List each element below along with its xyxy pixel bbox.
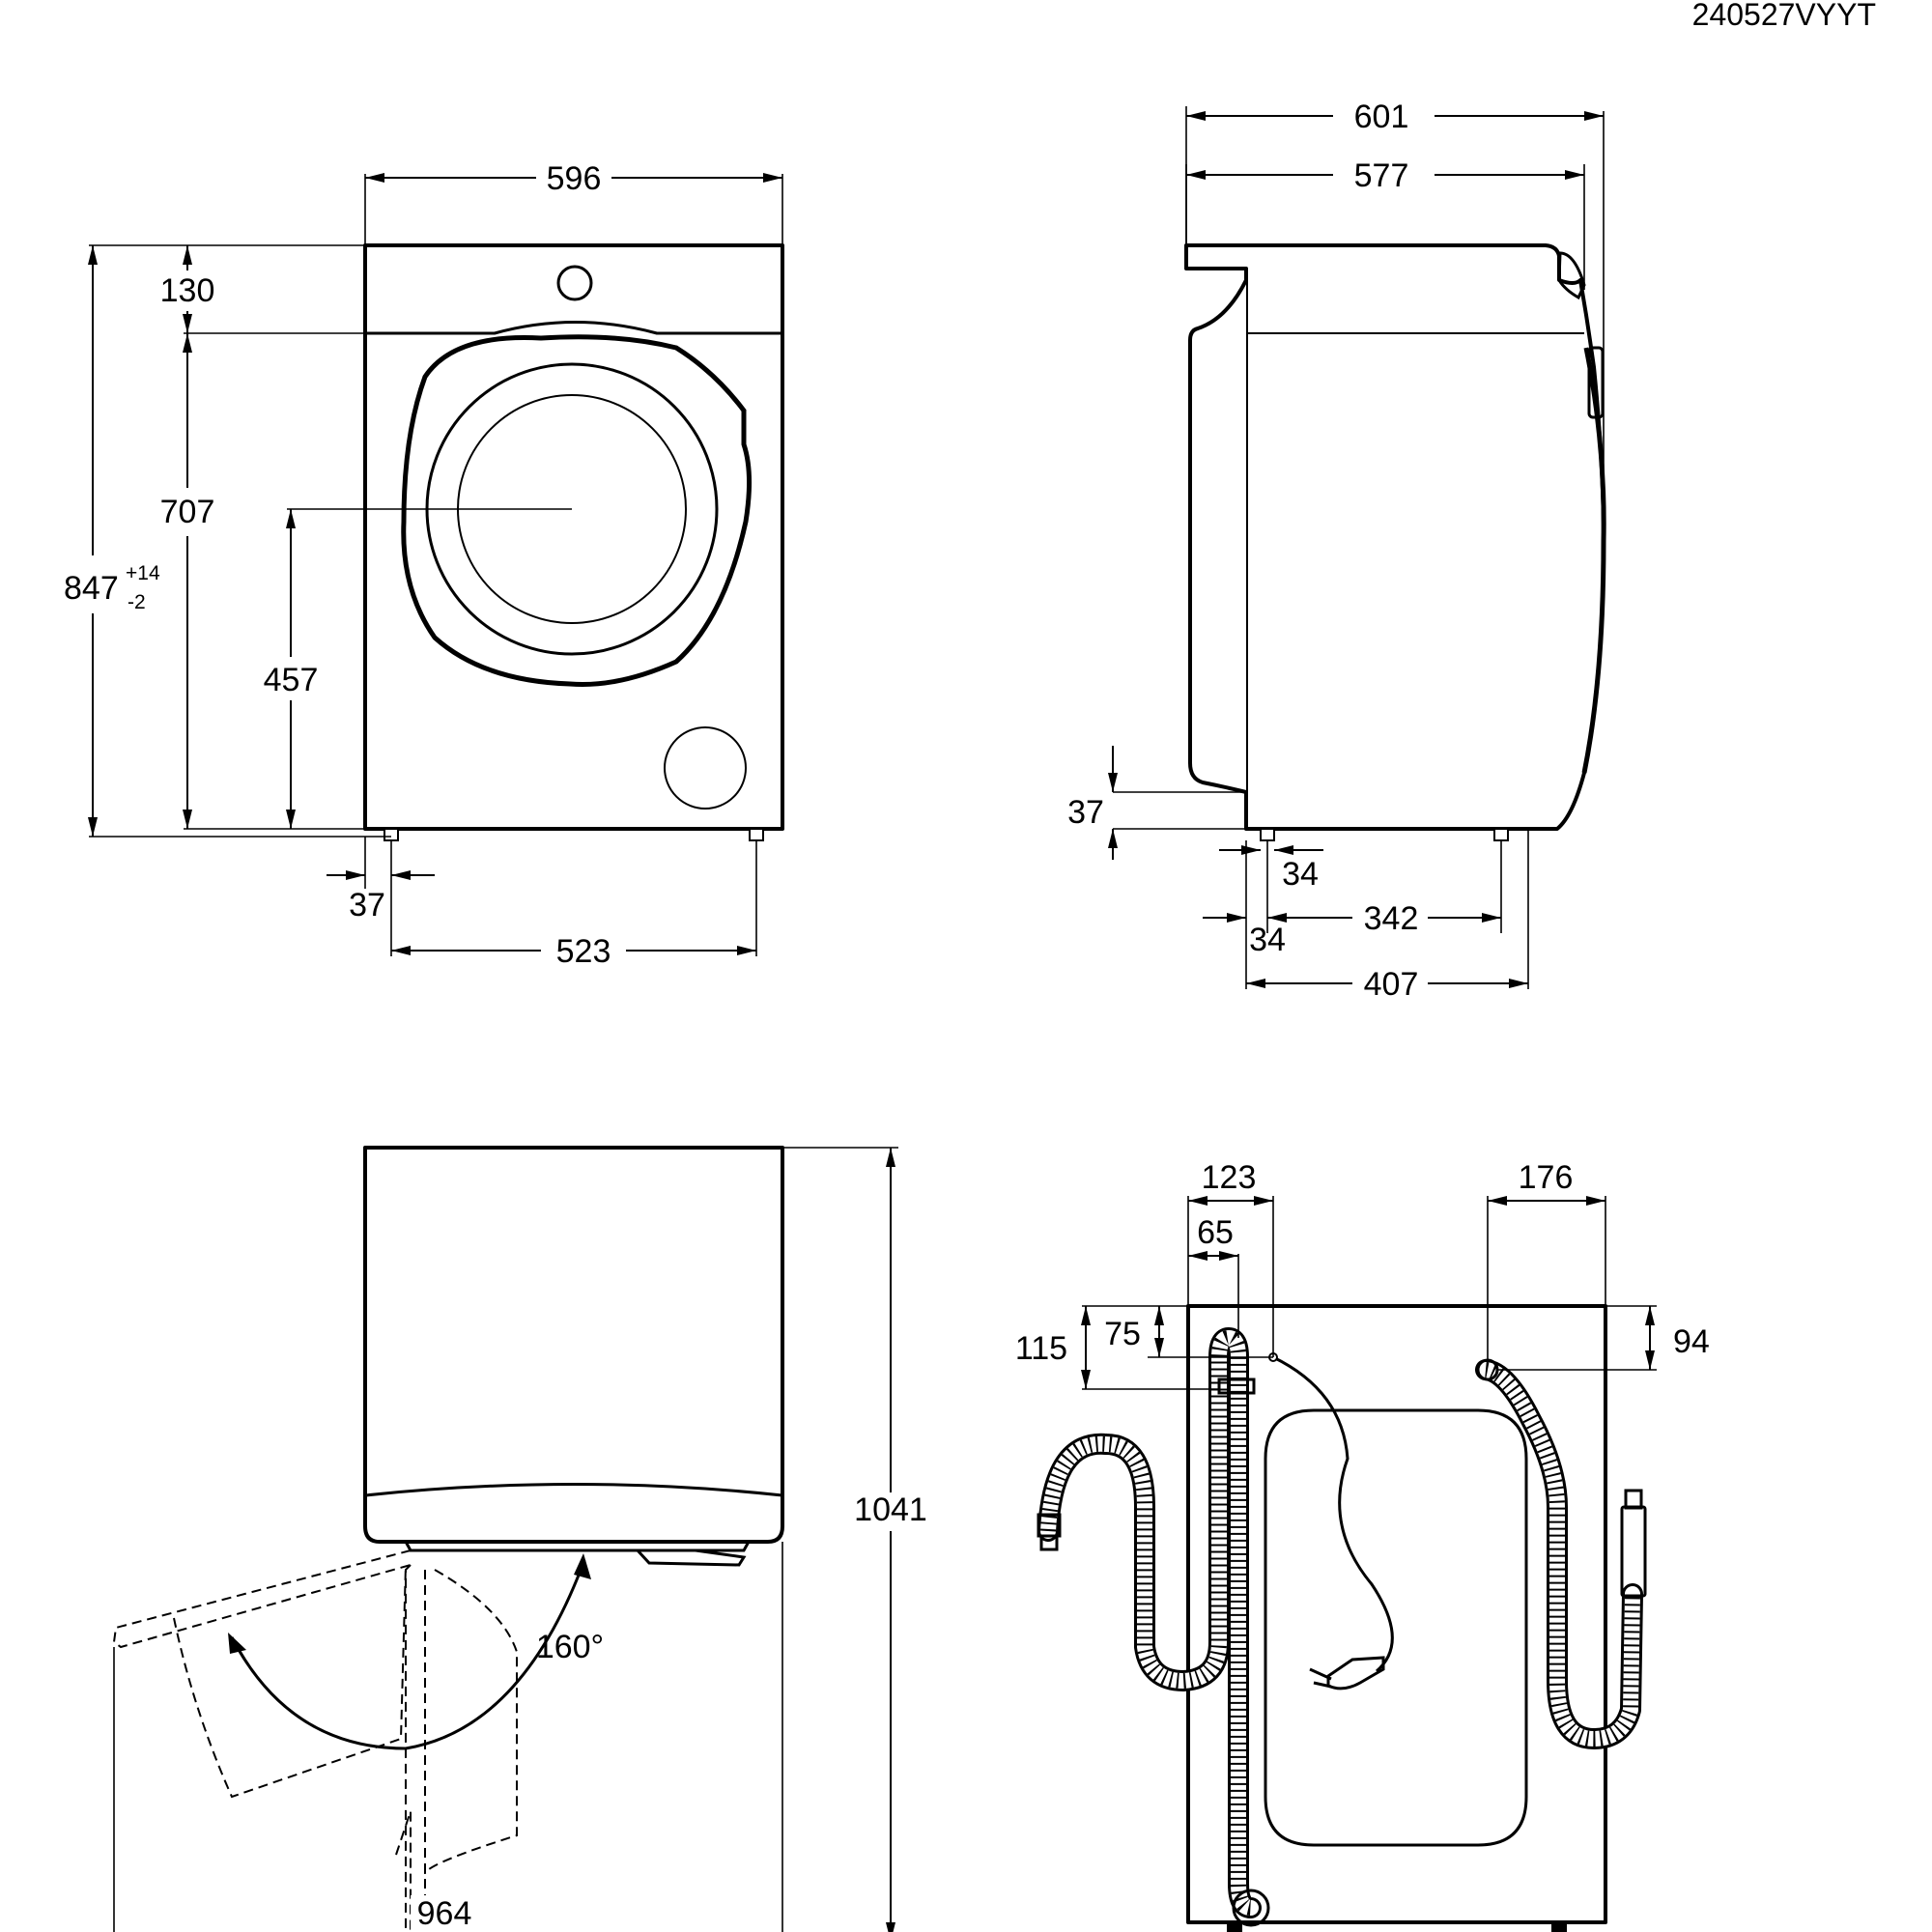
dim-drain-inner: 65 <box>1197 1214 1234 1251</box>
dim-foot-span: 523 <box>556 933 611 970</box>
dim-side-depth-body: 577 <box>1354 157 1409 194</box>
program-knob-icon <box>556 265 593 301</box>
door-open-dashed-edge <box>112 1549 412 1649</box>
inlet-hose-tip <box>1624 1489 1643 1510</box>
top-door-hinge <box>404 1541 751 1552</box>
door-open-dashed-glass <box>173 1564 407 1799</box>
dim-side-foot-offset-front: 34 <box>1249 922 1286 958</box>
dim-side-depth-total: 601 <box>1354 99 1409 135</box>
inlet-hose-fitting <box>1620 1505 1647 1598</box>
dim-side-foot-offset: 34 <box>1282 856 1319 893</box>
dim-tolerance-plus: +14 <box>126 562 160 584</box>
dim-side-plinth: 37 <box>1067 794 1104 831</box>
top-front-line <box>364 1483 783 1497</box>
dim-side-foot-base: 407 <box>1364 966 1419 1003</box>
side-door-profile <box>1581 347 1606 774</box>
dim-drain-height-inner: 75 <box>1104 1316 1141 1352</box>
side-foot-front <box>1493 828 1509 841</box>
dim-front-total-height: 847 <box>64 570 119 607</box>
dim-drain-height-outer: 115 <box>1015 1330 1067 1367</box>
dim-open-width: 964 <box>411 1895 478 1932</box>
rear-foot-left <box>1227 1922 1242 1932</box>
top-cabinet <box>363 1146 784 1544</box>
front-view: 596 847 +14 -2 130 707 457 37 523 <box>64 160 784 970</box>
side-knob <box>1557 251 1586 300</box>
dim-front-width: 596 <box>547 160 602 197</box>
rear-view: 123 65 115 75 176 94 <box>1015 1159 1710 1932</box>
dim-side-foot-span: 342 <box>1364 900 1419 937</box>
drain-hose-end <box>1232 1889 1270 1927</box>
dim-foot-inset: 37 <box>349 887 385 923</box>
side-rear-hood <box>1188 279 1248 794</box>
side-foot-rear <box>1260 828 1275 841</box>
dim-door-angle: 160° <box>536 1629 604 1665</box>
top-view: 160° 1041 <box>112 1146 927 1932</box>
drain-hose-clip <box>1217 1378 1256 1395</box>
side-view: 601 577 37 34 342 34 407 <box>1067 99 1606 1003</box>
door-open-dashed-right <box>424 1569 518 1875</box>
dim-tolerance-minus: -2 <box>128 591 146 613</box>
power-cable <box>1272 1355 1394 1673</box>
door-open-dashed-tip <box>395 1810 412 1932</box>
dim-open-depth: 1041 <box>854 1492 927 1528</box>
dim-inlet-width: 176 <box>1519 1159 1574 1196</box>
door-open-dashed-side <box>405 1564 412 1932</box>
rear-panel <box>1264 1408 1528 1847</box>
drain-hose-tip <box>1039 1534 1059 1551</box>
front-foot-left <box>384 828 399 841</box>
dim-inlet-height: 94 <box>1673 1323 1710 1360</box>
front-foot-right <box>749 828 764 841</box>
top-door-handle <box>636 1548 747 1567</box>
filter-hatch-icon <box>664 726 747 810</box>
door-angle-arc <box>230 1559 586 1750</box>
doc-code: 240527VYYT <box>1692 0 1876 32</box>
front-panel-line <box>365 321 782 335</box>
rear-cabinet <box>1186 1304 1607 1924</box>
rear-foot-right <box>1551 1922 1567 1932</box>
dim-drain-outer: 123 <box>1202 1159 1257 1196</box>
dim-door-center-height: 457 <box>264 662 319 698</box>
dim-panel-height: 130 <box>160 272 215 309</box>
dim-body-height: 707 <box>160 494 215 530</box>
side-handle <box>1587 346 1605 419</box>
door-outer-ring <box>401 334 753 687</box>
